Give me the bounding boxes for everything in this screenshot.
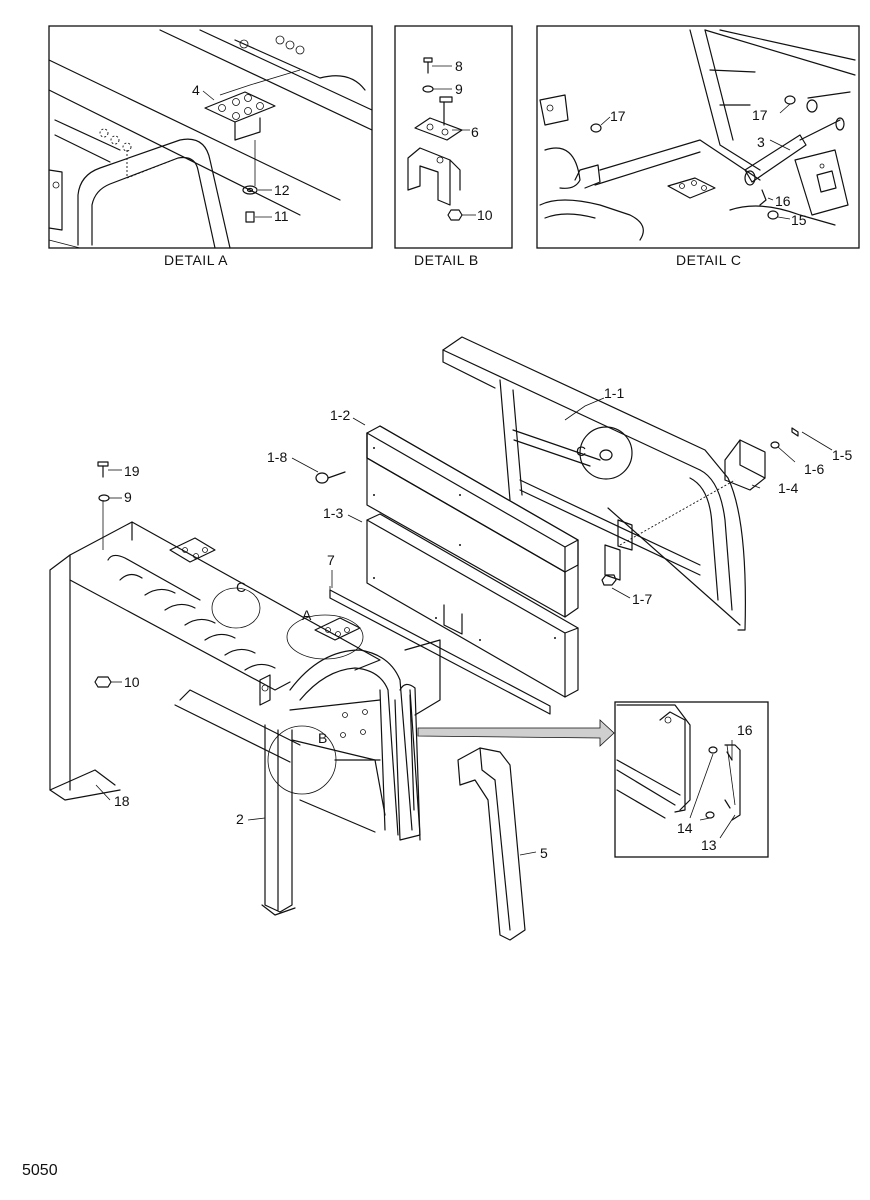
detail-b-frame <box>394 25 513 249</box>
label-1-6: 1-6 <box>804 461 824 477</box>
detail-a-frame <box>48 25 373 249</box>
label-1-4: 1-4 <box>778 480 798 496</box>
callout-b: B <box>318 730 327 746</box>
label-1-2: 1-2 <box>330 407 350 423</box>
label-7: 7 <box>327 552 335 568</box>
detail-c-caption: DETAIL C <box>676 252 741 268</box>
label-1-1: 1-1 <box>604 385 624 401</box>
callout-a: A <box>302 607 312 623</box>
seat-frame <box>49 461 441 916</box>
detail-b-label-10: 10 <box>477 207 493 223</box>
rail-7 <box>329 586 551 715</box>
label-1-5: 1-5 <box>832 447 852 463</box>
detail-c-label-17a: 17 <box>610 108 626 124</box>
armrest-5 <box>457 747 526 941</box>
main-exploded-view: 16 14 13 1-1 1-2 1-8 1-5 1-6 1-4 1-7 1-3… <box>49 336 852 941</box>
inset-label-16: 16 <box>737 722 753 738</box>
panel-1-2 <box>366 425 579 618</box>
callout-c-canopy: C <box>576 443 586 459</box>
detail-b: 8 9 6 10 DETAIL B <box>394 25 513 268</box>
page-number: 5050 <box>22 1162 58 1179</box>
panel-1-3 <box>366 513 579 698</box>
detail-b-caption: DETAIL B <box>414 252 479 268</box>
callout-c-frame: C <box>236 579 246 595</box>
inset-label-14: 14 <box>677 820 693 836</box>
detail-b-label-6: 6 <box>471 124 479 140</box>
detail-c-label-3: 3 <box>757 134 765 150</box>
inset-frame <box>614 701 769 858</box>
label-1-3: 1-3 <box>323 505 343 521</box>
detail-c-label-15: 15 <box>791 212 807 228</box>
label-19: 19 <box>124 463 140 479</box>
detail-a: 4 12 11 DETAIL A <box>48 25 373 268</box>
inset-arrow <box>417 719 615 747</box>
label-1-7: 1-7 <box>632 591 652 607</box>
detail-a-label-11: 11 <box>274 208 289 224</box>
detail-c-frame <box>536 25 860 249</box>
inset-detail: 16 14 13 <box>614 701 769 858</box>
label-10: 10 <box>124 674 140 690</box>
label-1-8: 1-8 <box>267 449 287 465</box>
mount-1-4 <box>315 427 799 586</box>
label-5: 5 <box>540 845 548 861</box>
label-2: 2 <box>236 811 244 827</box>
detail-c-label-17b: 17 <box>752 107 768 123</box>
detail-b-label-8: 8 <box>455 58 463 74</box>
detail-a-label-4: 4 <box>192 82 200 98</box>
detail-a-label-12: 12 <box>274 182 290 198</box>
label-9: 9 <box>124 489 132 505</box>
detail-b-label-9: 9 <box>455 81 463 97</box>
detail-c: 17 17 3 16 15 DETAIL C <box>536 25 860 268</box>
detail-a-caption: DETAIL A <box>164 252 228 268</box>
label-18: 18 <box>114 793 130 809</box>
inset-label-13: 13 <box>701 837 717 853</box>
detail-c-label-16: 16 <box>775 193 791 209</box>
canopy-part <box>442 336 746 631</box>
